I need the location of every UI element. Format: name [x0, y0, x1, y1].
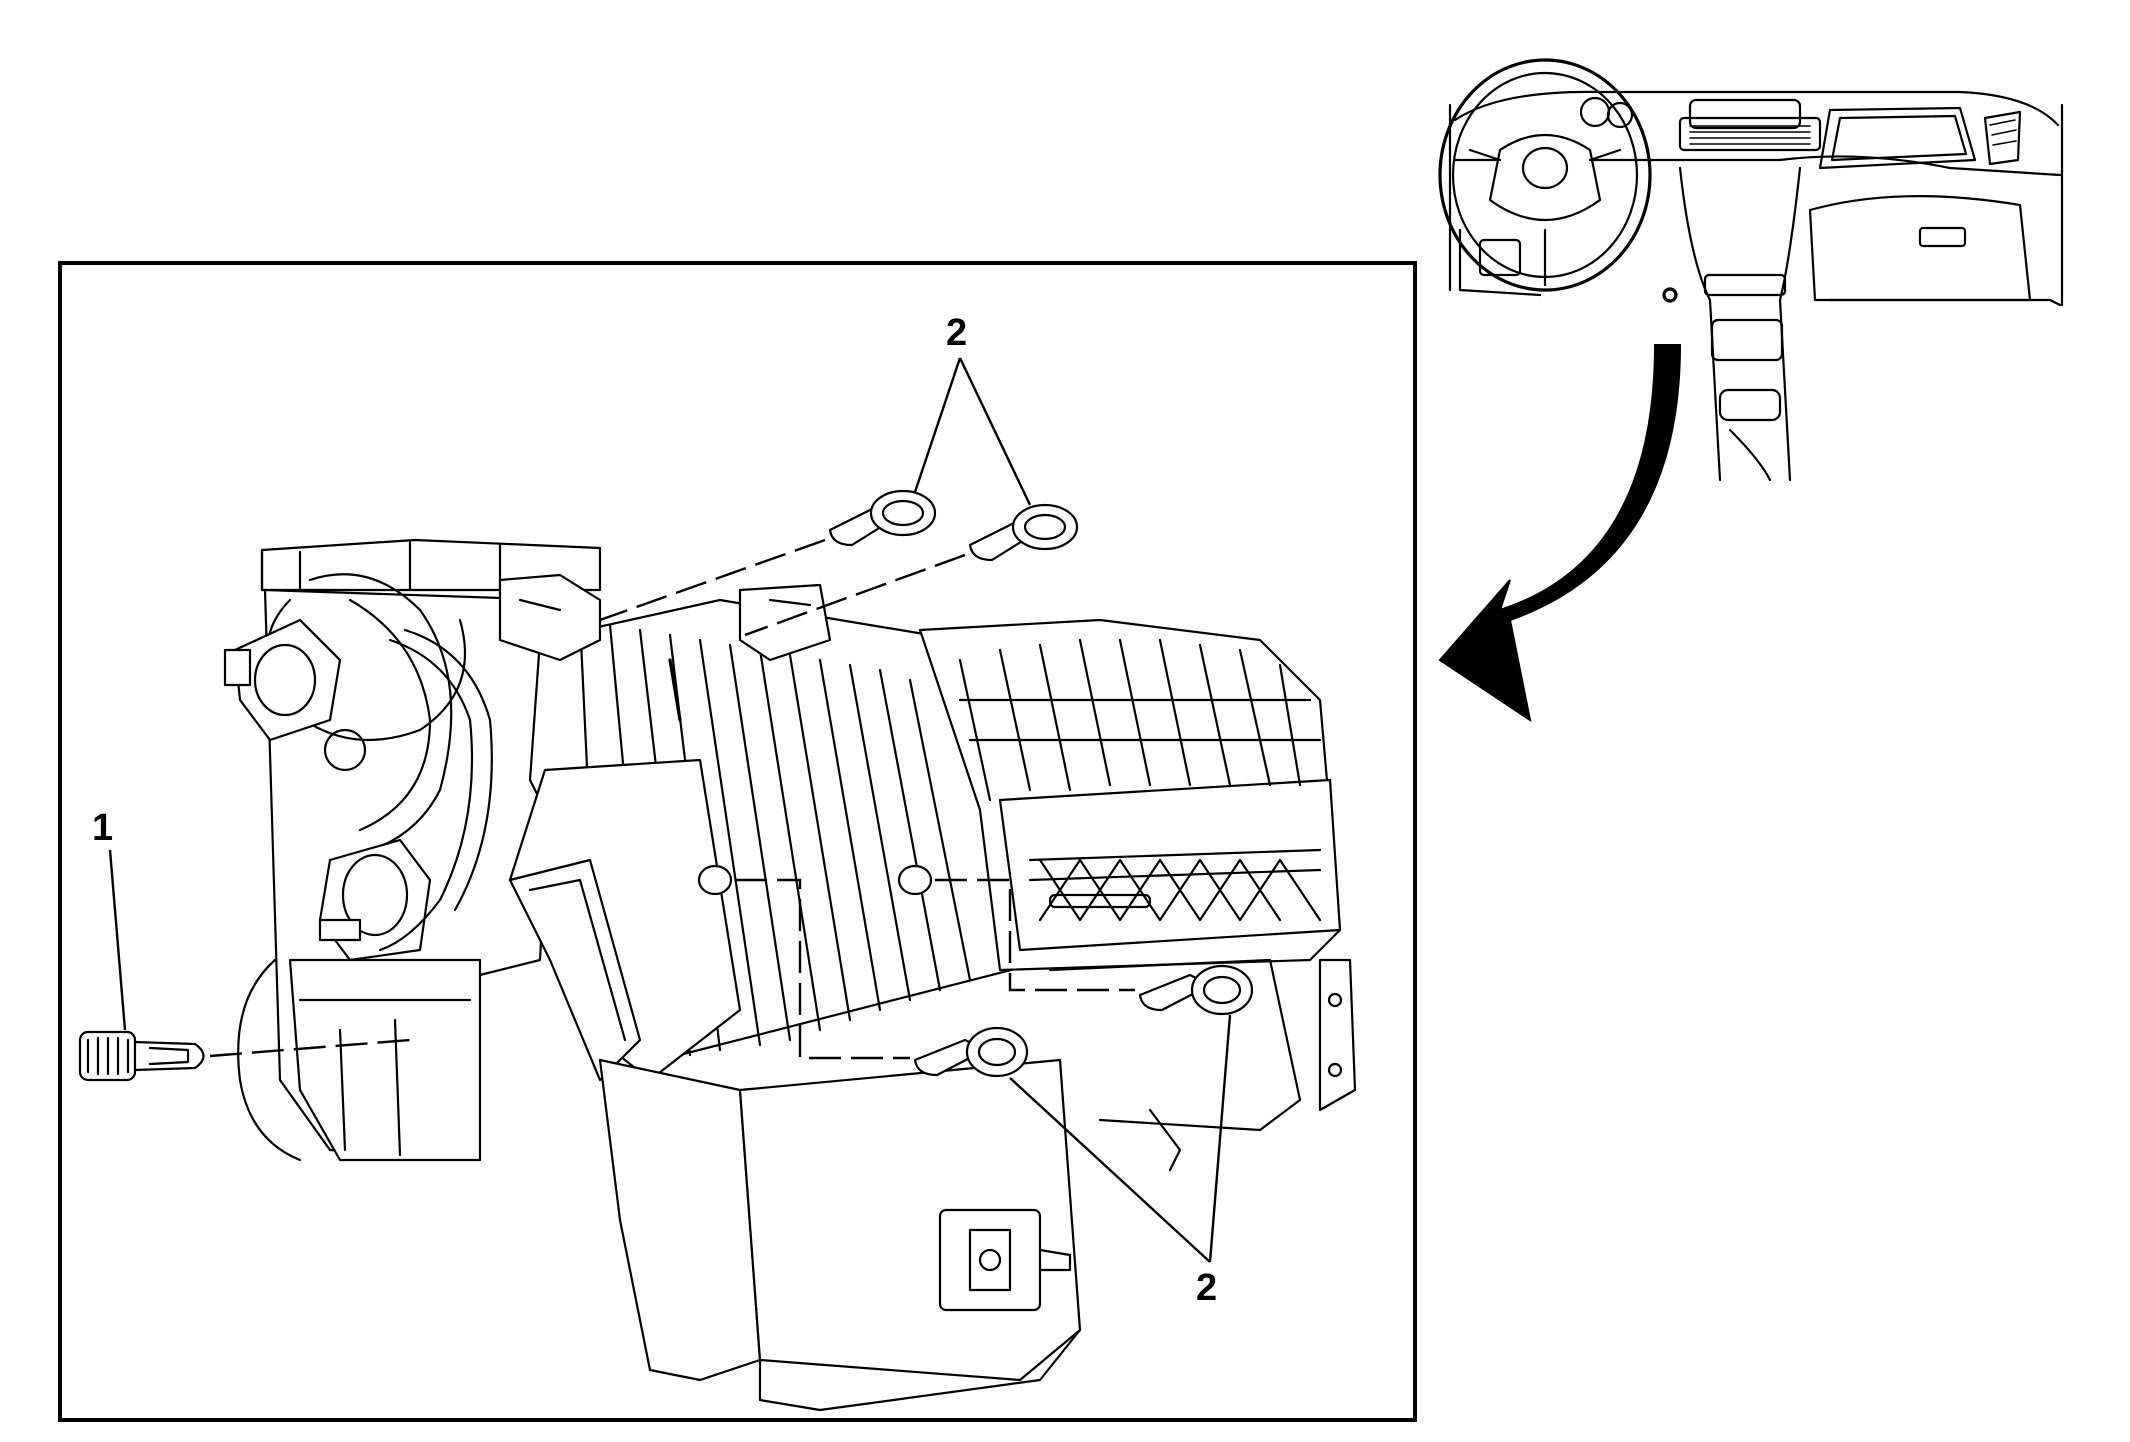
vehicle-dashboard-locator-icon: [1438, 58, 2064, 482]
alignment-lines: [209, 538, 1135, 1060]
detail-view-frame: [58, 261, 1417, 1422]
callout-leaders: [108, 357, 1232, 1263]
screw-icon: [78, 1030, 205, 1082]
curved-arrow-icon: [1438, 344, 1682, 723]
screw-icon: [913, 1026, 1029, 1078]
callout-label-2-bottom: 2: [1196, 1267, 1217, 1309]
hvac-module-assembly: [223, 538, 1357, 1412]
callout-label-1: 1: [92, 807, 113, 849]
screw-icon: [828, 489, 937, 547]
callout-label-2-top: 2: [946, 312, 967, 354]
screw-icon: [968, 503, 1079, 562]
screw-icon: [1138, 964, 1254, 1016]
